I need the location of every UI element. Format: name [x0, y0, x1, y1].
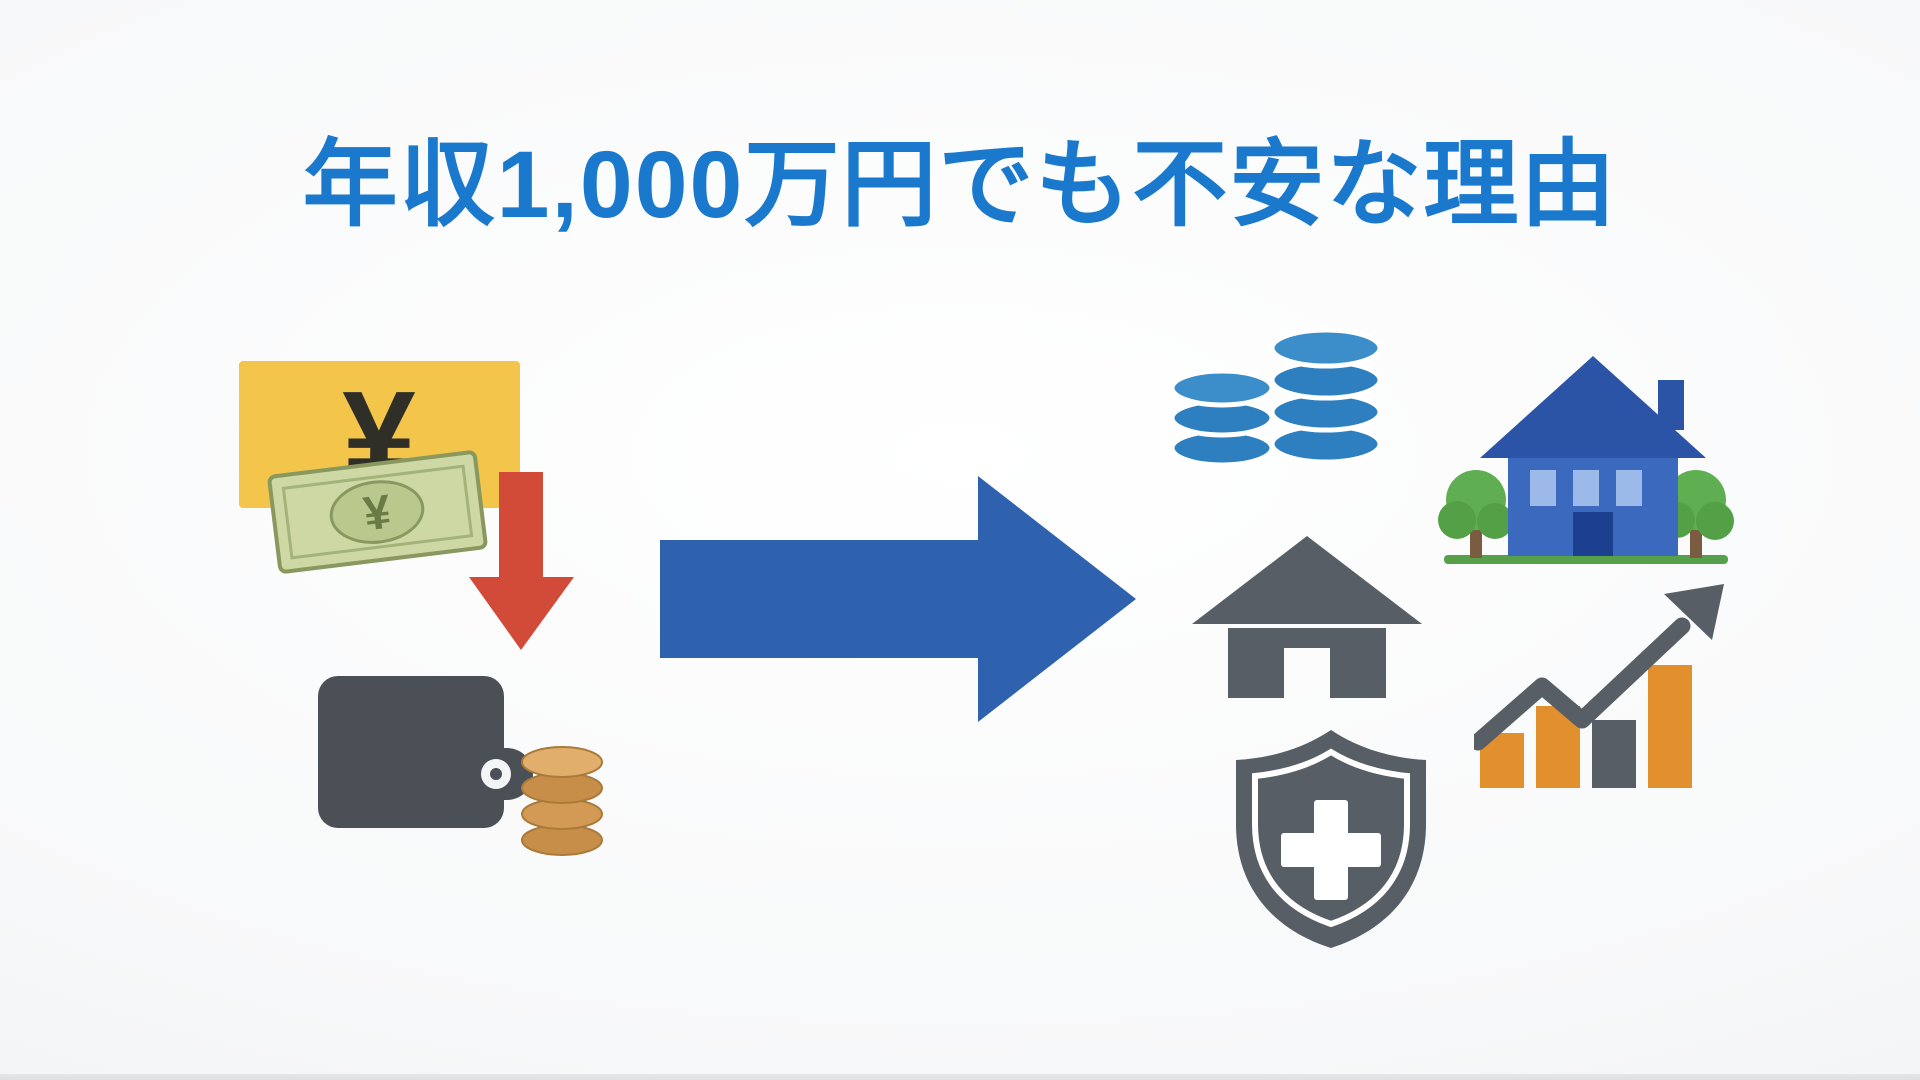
ground	[1444, 555, 1728, 564]
bar	[1648, 665, 1692, 788]
blue-coin-stacks-icon	[1170, 327, 1382, 468]
growth-arrow-head	[1664, 584, 1724, 640]
yen-symbol-small: ¥	[361, 486, 394, 542]
banknote-oval	[329, 480, 425, 544]
coin-layer-top	[1170, 368, 1275, 408]
wallet-snap-dot	[490, 768, 502, 780]
page-title: 年収1,000万円でも不安な理由	[302, 132, 1618, 238]
tree-foliage	[1438, 501, 1476, 539]
home-roof	[1192, 536, 1422, 624]
house-with-trees-icon	[1438, 356, 1734, 564]
door	[1573, 512, 1613, 556]
growth-arrow-line	[1474, 617, 1691, 751]
coin-layer-top	[521, 746, 603, 778]
shield-cross-icon	[1236, 730, 1426, 948]
banknote-inner-border	[281, 464, 474, 560]
home-body	[1228, 628, 1386, 698]
coin-stack-short	[1170, 368, 1275, 468]
house-roof	[1480, 356, 1706, 458]
flow-arrow-shape	[660, 476, 1136, 722]
window	[1530, 470, 1556, 506]
down-arrow-shape	[469, 472, 574, 650]
window	[1616, 470, 1642, 506]
wallet-strap	[414, 748, 533, 800]
coin-stack-icon	[521, 746, 603, 856]
bar	[1592, 720, 1636, 788]
bar-chart-growth-icon	[1474, 584, 1724, 788]
cross-horizontal	[1281, 833, 1381, 867]
shield-inner-border	[1252, 748, 1410, 928]
flow-arrow-icon	[660, 476, 1136, 722]
tree-foliage	[1696, 502, 1734, 540]
coin-layer-top	[1269, 327, 1382, 369]
coin-stack-tall	[1269, 327, 1382, 465]
banknote-icon: ¥	[267, 450, 488, 574]
wallet-icon	[318, 676, 533, 828]
tree-foliage	[1477, 503, 1513, 539]
window	[1573, 470, 1599, 506]
down-arrow-icon	[469, 472, 574, 650]
tree-left	[1438, 470, 1513, 558]
home-icon	[1192, 536, 1422, 698]
